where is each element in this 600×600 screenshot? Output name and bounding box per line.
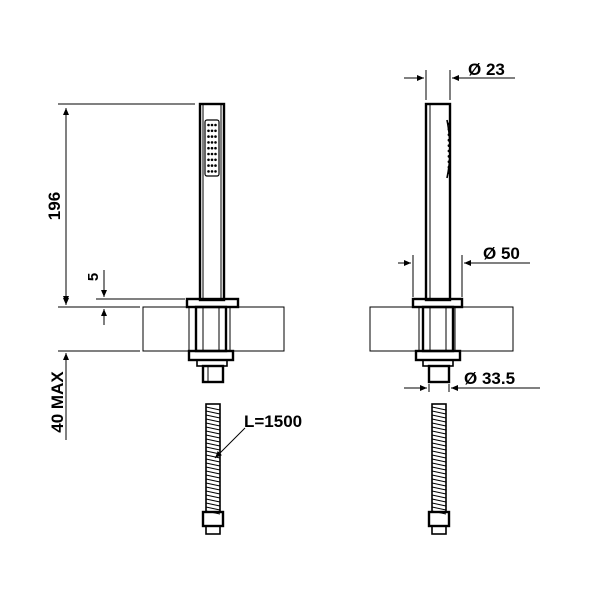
hand-shower-right (424, 102, 452, 302)
hose-length-label: L=1500 (244, 412, 302, 431)
hose-length-leader: L=1500 (214, 412, 302, 459)
spray-nozzles-icon (204, 119, 220, 177)
dimension-diameter-33-5: Ø 33.5 (404, 369, 540, 392)
dimension-5: 5 (85, 270, 185, 325)
hand-shower-left (198, 102, 226, 302)
side-view: 196 5 40 MAX L=1500 (45, 102, 302, 535)
dimension-diameter-23-label: Ø 23 (468, 60, 505, 79)
hose-right (427, 403, 451, 535)
dimension-diameter-33-5-label: Ø 33.5 (464, 369, 515, 388)
hose-left (201, 403, 225, 535)
countertop-section-left (142, 306, 285, 352)
dimension-diameter-50-label: Ø 50 (483, 244, 520, 263)
fixing-nut-left (187, 349, 235, 384)
fixing-nut-right (414, 349, 462, 384)
dimension-40-max: 40 MAX (48, 280, 140, 440)
dimension-diameter-50: Ø 50 (398, 244, 530, 297)
dimension-196-label: 196 (45, 192, 64, 220)
dimension-40-max-label: 40 MAX (48, 371, 67, 433)
dimension-196: 196 (45, 103, 195, 308)
dimension-diameter-23: Ø 23 (404, 60, 515, 100)
dimension-5-label: 5 (85, 273, 102, 281)
front-view: Ø 23 Ø 50 Ø 33.5 (369, 60, 540, 535)
countertop-section-right (369, 306, 514, 352)
